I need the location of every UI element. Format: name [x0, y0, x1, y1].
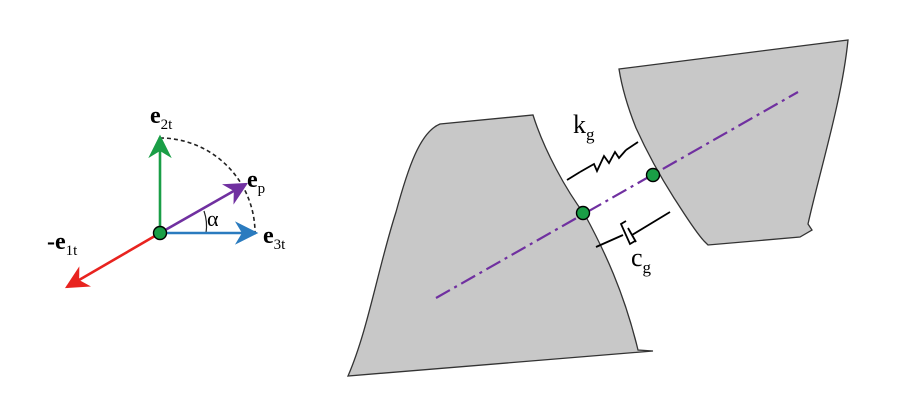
contact-point-right-gear	[645, 167, 661, 183]
contact-point-left-gear	[575, 205, 591, 221]
mesh-damping-dashpot	[595, 211, 671, 248]
origin-point	[152, 225, 168, 241]
rotation-arc	[159, 137, 256, 234]
mesh-stiffness-spring	[566, 141, 639, 181]
label-neg-e1t: -e1t	[47, 229, 78, 259]
gear-contact-model: kg cg	[346, 39, 849, 377]
label-e2t: e2t	[150, 103, 173, 133]
label-kg: kg	[573, 110, 595, 144]
coordinate-frame: e2t ep e3t -e1t α	[47, 103, 286, 289]
ep-arrow	[159, 182, 249, 235]
left-gear-tooth	[346, 114, 654, 377]
line-of-action	[435, 91, 799, 299]
label-cg: cg	[631, 243, 652, 277]
label-alpha: α	[207, 206, 219, 231]
right-gear-tooth	[618, 39, 849, 246]
label-ep: ep	[247, 167, 265, 197]
neg-e1t-arrow	[64, 231, 161, 289]
label-e3t: e3t	[263, 223, 286, 253]
